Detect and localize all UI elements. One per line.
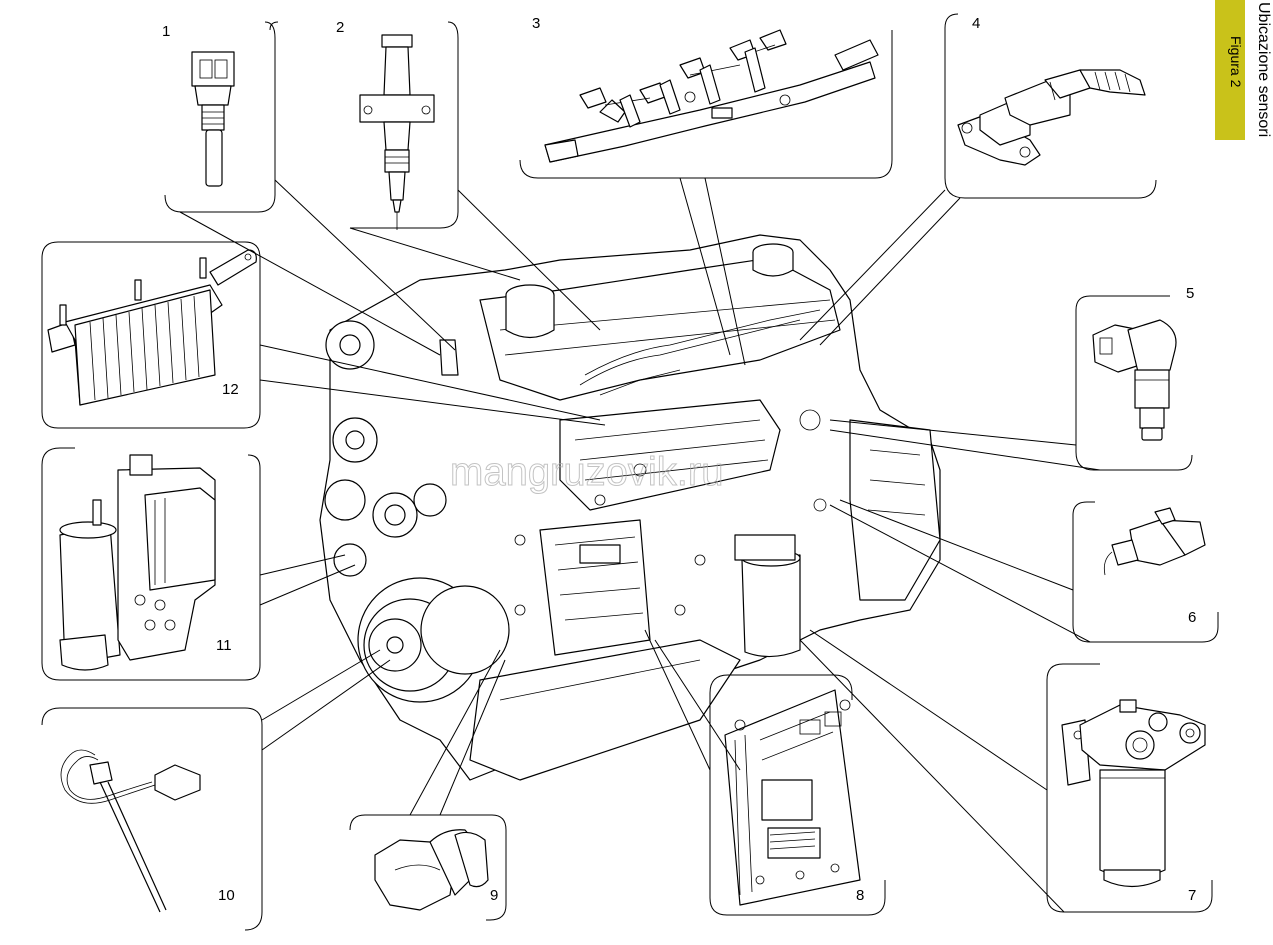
callout-number-11: 11 — [216, 637, 232, 654]
callout-8: 8 — [709, 674, 886, 916]
callout-1: 1 — [162, 21, 276, 213]
oil-dipstick-sensor-icon — [60, 749, 201, 913]
watermark-text: mangruzovik.ru — [450, 450, 723, 494]
callout-number-12: 12 — [222, 381, 239, 398]
starter-relay-icon — [59, 454, 216, 671]
callout-number-7: 7 — [1188, 887, 1196, 904]
level-sensor-icon — [1103, 507, 1206, 576]
callout-9: 9 — [349, 814, 507, 921]
heater-resistor-icon — [47, 249, 257, 406]
ecu-icon — [724, 689, 861, 906]
callout-4: 4 — [944, 13, 1157, 199]
callout-12: 12 — [41, 241, 261, 429]
callout-11: 11 — [41, 447, 261, 681]
callout-number-10: 10 — [218, 887, 235, 904]
temperature-sensor-icon — [191, 51, 235, 187]
callout-5: 5 — [1075, 285, 1194, 471]
callout-7: 7 — [1046, 663, 1213, 913]
callout-3: 3 — [519, 15, 893, 179]
callout-number-9: 9 — [490, 887, 498, 904]
fuel-filter-icon — [1061, 699, 1206, 888]
callout-number-4: 4 — [972, 15, 980, 32]
callout-number-3: 3 — [532, 15, 540, 32]
callout-number-2: 2 — [336, 19, 344, 36]
engine-drawing — [319, 234, 941, 781]
callout-6: 6 — [1072, 501, 1219, 643]
section-title: Ubicazione sensori — [1255, 2, 1272, 138]
callout-number-1: 1 — [162, 23, 170, 40]
figure-tab — [1215, 0, 1245, 140]
callout-10: 10 — [41, 707, 263, 931]
speed-sensor-icon — [1092, 319, 1177, 441]
fuel-rail-icon — [544, 29, 879, 163]
figure-label: Figura 2 — [1228, 36, 1244, 88]
injector-icon — [359, 34, 435, 230]
crankshaft-sensor-icon — [374, 829, 489, 911]
callout-number-5: 5 — [1186, 285, 1194, 302]
callout-2: 2 — [269, 19, 459, 230]
pressure-sensor-icon — [957, 69, 1146, 166]
leader-lines — [179, 177, 1101, 913]
callout-number-6: 6 — [1188, 609, 1196, 626]
callout-number-8: 8 — [856, 887, 864, 904]
